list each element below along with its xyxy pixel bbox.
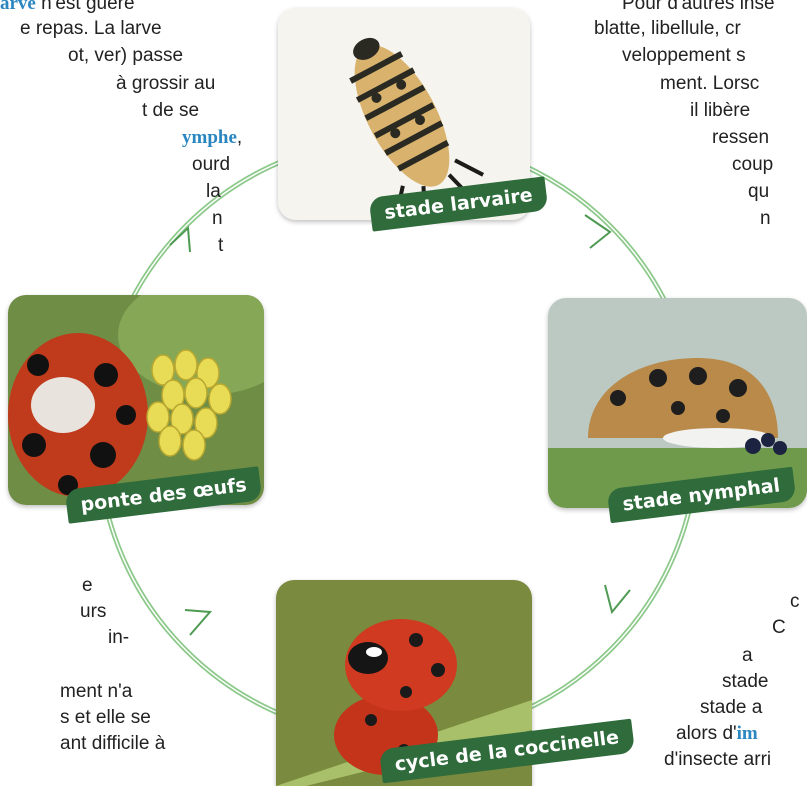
text-line: c xyxy=(790,590,800,614)
text-line: la xyxy=(206,180,221,204)
text-line: t de se xyxy=(142,99,199,123)
text-line: ant difficile à xyxy=(60,732,165,756)
text-line: in- xyxy=(108,626,129,650)
text-line: ourd xyxy=(192,153,230,177)
text-line: ot, ver) passe xyxy=(68,44,183,68)
keyword-imago: im xyxy=(737,723,758,744)
text-line: il libère xyxy=(690,99,750,123)
text-line: alors d' xyxy=(676,723,737,744)
text-line: à grossir au xyxy=(116,72,215,96)
text-line: d'insecte arri xyxy=(664,748,771,772)
text-line: a xyxy=(742,644,753,668)
text-line: n xyxy=(212,207,223,231)
text-line: e xyxy=(82,574,93,598)
text-line: blatte, libellule, cr xyxy=(594,17,741,41)
text-line: ment n'a xyxy=(60,680,132,704)
text-line: veloppement s xyxy=(622,44,746,68)
text-line: ressen xyxy=(712,126,769,150)
text-line: ment. Lorsc xyxy=(660,72,759,96)
text-line: Pour d'autres inse xyxy=(622,0,775,16)
text-line: coup xyxy=(732,153,773,177)
text-line: , xyxy=(237,127,242,148)
text-line: t xyxy=(218,234,223,258)
text-line: e repas. La larve xyxy=(20,17,162,41)
text-line: s et elle se xyxy=(60,706,151,730)
text-line: n xyxy=(760,207,771,231)
keyword-nymphe: ymphe xyxy=(182,127,237,148)
keyword-larve: arve xyxy=(0,0,36,14)
text-line: C xyxy=(772,616,786,640)
text-line: urs xyxy=(80,600,106,624)
text-line: stade xyxy=(722,670,768,694)
text-line: qu xyxy=(748,180,769,204)
text-line: n'est guère xyxy=(36,0,135,14)
text-line: stade a xyxy=(700,696,762,720)
